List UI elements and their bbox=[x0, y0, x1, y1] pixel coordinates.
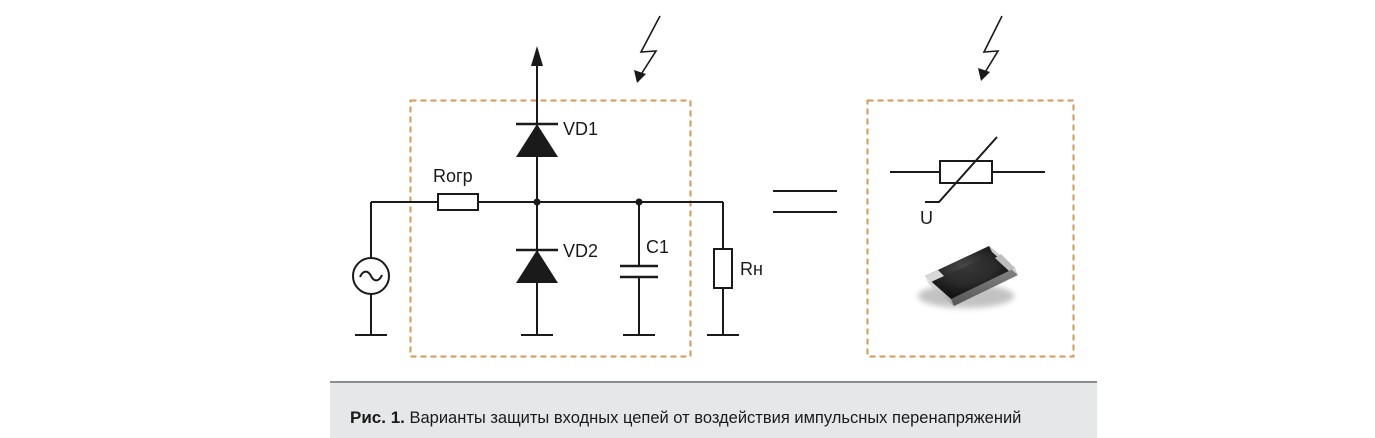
caption-lead: Рис. 1. bbox=[350, 408, 405, 427]
diode-vd2 bbox=[516, 202, 558, 336]
figure-caption: Рис. 1. Варианты защиты входных цепей от… bbox=[330, 381, 1097, 438]
ac-source bbox=[352, 202, 390, 336]
circuit-frame bbox=[409, 99, 692, 358]
protection-diagram: Rогр VD1 VD2 C1 Rн U bbox=[352, 15, 1075, 358]
junction-dot bbox=[635, 198, 643, 206]
diode-vd1 bbox=[516, 122, 558, 157]
label-varistor-voltage: U bbox=[920, 208, 933, 228]
lightning-icon bbox=[978, 15, 1003, 81]
varistor-symbol bbox=[890, 136, 1045, 203]
label-resistor-limit: Rогр bbox=[433, 166, 473, 186]
label-capacitor-c1: C1 bbox=[646, 237, 669, 257]
junction-dot bbox=[533, 198, 541, 206]
label-diode-vd2: VD2 bbox=[563, 241, 598, 261]
lightning-icon bbox=[634, 15, 661, 83]
varistor-frame bbox=[866, 99, 1075, 358]
resistor-limit bbox=[437, 193, 479, 211]
resistor-load bbox=[707, 202, 739, 336]
equals-sign bbox=[773, 190, 837, 213]
caption-body: Варианты защиты входных цепей от воздейс… bbox=[409, 409, 1022, 427]
capacitor-c1 bbox=[620, 202, 658, 336]
label-diode-vd1: VD1 bbox=[563, 119, 598, 139]
caption-text-line: Рис. 1. Варианты защиты входных цепей от… bbox=[350, 408, 1021, 428]
label-resistor-load: Rн bbox=[740, 259, 763, 279]
smd-chip-image bbox=[918, 246, 1018, 308]
